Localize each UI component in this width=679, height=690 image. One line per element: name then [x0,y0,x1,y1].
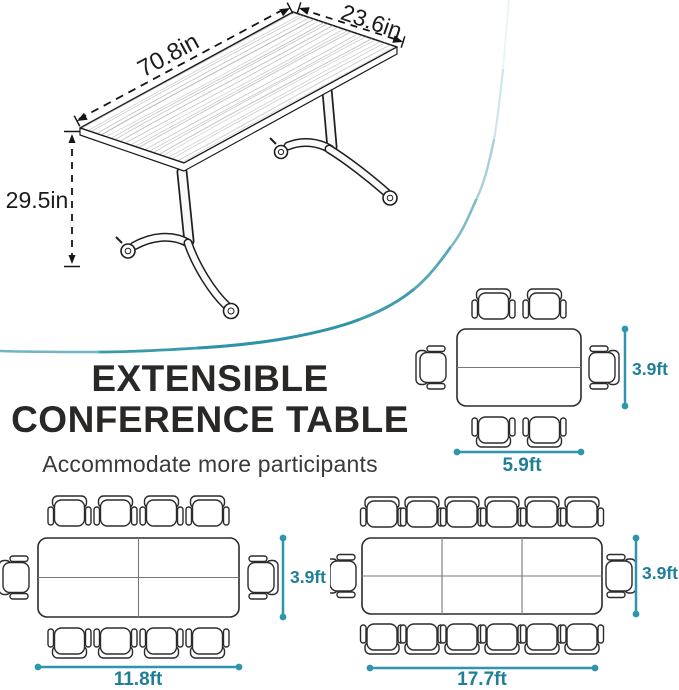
chair-icon [47,627,92,659]
chair-icon [93,627,138,659]
width-dimension: 11.8ft [34,663,243,690]
chair-icon [330,553,357,599]
headline-subtitle: Accommodate more participants [42,451,378,477]
width-dimension: 5.9ft [453,448,585,476]
tabletop-edge [79,46,398,172]
wood-grain-line [114,23,328,140]
width-dimension-label: 11.8ft [114,669,163,690]
chair-icon [359,496,405,528]
chair-icon [185,627,230,659]
chair-icon [0,555,30,600]
wood-grain-line [81,12,295,129]
width-dimension-label: 17.7ft [457,669,507,690]
chair-icon [139,495,184,527]
chair-icon [439,623,485,655]
chair-icon [471,288,516,320]
wood-grain-line [87,14,302,131]
chair-icon [605,553,637,599]
wood-grain-line [100,18,315,136]
depth-dimension: 3.9ft [621,325,668,410]
wood-grain-line [171,42,385,160]
chair-icon [47,495,92,527]
wood-grain-line [158,38,373,155]
wood-grain-line [162,39,376,157]
chair-icon [519,496,565,528]
floorplan-6-seat: 3.9ft 5.9ft [415,288,668,476]
wood-grain-line [90,15,305,132]
chair-icon [439,496,485,528]
wood-grain-line [134,30,349,147]
wood-grain-line [181,45,395,163]
wood-grain-line [110,22,325,139]
wood-grain-line [124,26,339,144]
headline-block: EXTENSIBLE CONFERENCE TABLE Accommodate … [2,358,418,485]
chair-icon [471,416,516,448]
chair-icon [359,623,405,655]
headline-line2: CONFERENCE TABLE [11,399,409,440]
floorplan-10-seat: 3.9ft 11.8ft [0,495,326,690]
depth-dimension: 3.9ft [632,534,678,618]
dimension-arrowheads [68,7,403,264]
table-illustration: 70.8in 23.6in 29.5in [0,0,510,354]
height-dimension-label: 29.5in [6,187,69,213]
depth-dimension: 3.9ft [279,534,326,621]
wood-grain-texture [81,12,395,163]
chair-icon [247,555,279,600]
chair-icon [479,496,525,528]
chair-icon [415,345,447,390]
table-legs [129,84,392,311]
width-dimension-label: 5.9ft [502,455,542,476]
depth-dimension-label: 3.9ft [632,359,668,379]
wood-grain-line [105,20,320,138]
wood-grain-line [167,41,381,158]
headline-line1: EXTENSIBLE [91,358,329,399]
wood-grain-line [96,17,310,134]
chair-icon [185,495,230,527]
chair-icon [93,495,138,527]
chair-icon [559,496,605,528]
width-dimension: 17.7ft [366,664,599,690]
depth-dimension-label: 3.9ft [642,563,678,583]
chair-icon [588,345,620,390]
caster-wheels [115,137,398,320]
chair-icon [399,623,445,655]
depth-dimension-label: 3.9ft [290,567,326,587]
wood-grain-line [152,36,367,153]
wood-grain-line [130,28,344,146]
wood-grain-line [177,44,391,162]
wood-grain-line [119,24,334,142]
floorplan-14-seat: 3.9ft 17.7ft [330,496,678,690]
wood-grain-line [138,31,352,149]
chair-icon [399,496,445,528]
chair-icon [519,623,565,655]
chair-icon [522,288,567,320]
arc-decoration [0,0,510,354]
chair-icon [559,623,605,655]
chair-icon [522,416,567,448]
wood-grain-line [149,35,363,152]
chair-icon [479,623,525,655]
chair-icon [139,627,184,659]
wood-grain-line [144,33,359,151]
